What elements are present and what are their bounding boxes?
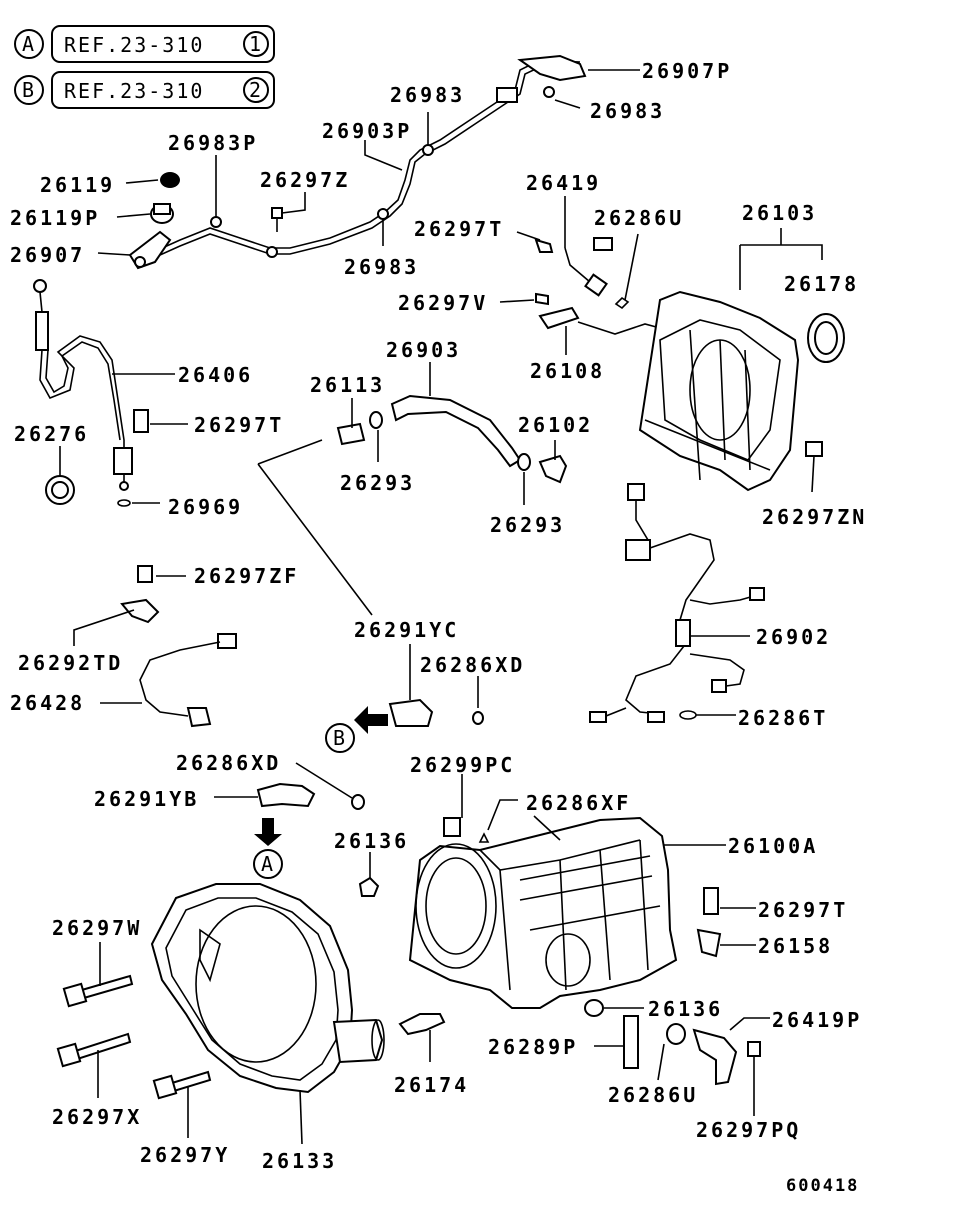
fitting-26291yc <box>325 644 484 753</box>
label-26297T-a: 26297T <box>414 217 504 241</box>
label-26293-a: 26293 <box>340 471 415 495</box>
label-26983P: 26983P <box>168 131 258 155</box>
label-26291YB: 26291YB <box>94 787 199 811</box>
footer-code: 600418 <box>786 1176 859 1196</box>
harness-26406 <box>33 279 188 507</box>
label-26419: 26419 <box>526 171 601 195</box>
label-26983-a: 26983 <box>390 83 465 107</box>
label-26276: 26276 <box>14 422 89 446</box>
label-26297ZF: 26297ZF <box>194 564 299 588</box>
marker-b: B <box>333 726 347 750</box>
svg-text:A: A <box>22 32 36 56</box>
sensor-26428 <box>73 565 237 728</box>
label-26907P: 26907P <box>642 59 732 83</box>
label-26286T: 26286T <box>738 706 828 730</box>
harness-26902 <box>589 483 765 723</box>
label-26136-b: 26136 <box>648 997 723 1021</box>
transmission-case-26100A <box>408 815 726 1009</box>
label-26119: 26119 <box>40 173 115 197</box>
leader-lines-top <box>97 69 640 256</box>
label-26119P: 26119P <box>10 206 100 230</box>
label-26286XF: 26286XF <box>526 791 631 815</box>
label-26297X: 26297X <box>52 1105 142 1129</box>
label-26108: 26108 <box>530 359 605 383</box>
label-26291YC: 26291YC <box>354 618 459 642</box>
bracket-26174 <box>398 1013 446 1062</box>
converter-housing-26133 <box>150 883 385 1145</box>
reference-a: A REF.23-310 1 <box>14 25 275 63</box>
part-labels: 26907P 26983 26983 26903P 26983P 26119 2… <box>10 59 867 1196</box>
label-26158: 26158 <box>758 934 833 958</box>
label-26428: 26428 <box>10 691 85 715</box>
label-26286U-a: 26286U <box>594 206 684 230</box>
label-26902: 26902 <box>756 625 831 649</box>
label-26178: 26178 <box>784 272 859 296</box>
marker-a: A <box>261 852 275 876</box>
label-26292TD: 26292TD <box>18 651 123 675</box>
svg-text:2: 2 <box>249 78 263 102</box>
label-26907: 26907 <box>10 243 85 267</box>
label-26289P: 26289P <box>488 1035 578 1059</box>
small-parts-center <box>358 774 518 897</box>
label-26286XD-a: 26286XD <box>420 653 525 677</box>
label-26297T-c: 26297T <box>758 898 848 922</box>
label-26174: 26174 <box>394 1073 469 1097</box>
label-26903P: 26903P <box>322 119 412 143</box>
oil-cooler-hose-26903 <box>336 362 568 505</box>
label-26100A: 26100A <box>728 834 818 858</box>
svg-text:1: 1 <box>249 32 263 56</box>
label-26297ZN: 26297ZN <box>762 505 867 529</box>
label-26102: 26102 <box>518 413 593 437</box>
label-26103: 26103 <box>742 201 817 225</box>
svg-text:REF.23-310: REF.23-310 <box>64 79 204 103</box>
label-26297T-b: 26297T <box>194 413 284 437</box>
label-26133: 26133 <box>262 1149 337 1173</box>
svg-text:B: B <box>22 78 36 102</box>
label-26286XD-b: 26286XD <box>176 751 281 775</box>
svg-text:REF.23-310: REF.23-310 <box>64 33 204 57</box>
label-26297W: 26297W <box>52 916 142 940</box>
label-26293-b: 26293 <box>490 513 565 537</box>
small-parts-right <box>584 887 770 1116</box>
label-26903: 26903 <box>386 338 461 362</box>
label-26299PC: 26299PC <box>410 753 515 777</box>
fitting-26291yb <box>214 762 365 879</box>
speed-sensor-26419 <box>499 196 661 355</box>
label-26297Z: 26297Z <box>260 168 350 192</box>
label-26297Y: 26297Y <box>140 1143 230 1167</box>
label-26983-b: 26983 <box>590 99 665 123</box>
label-26297PQ: 26297PQ <box>696 1118 801 1142</box>
reference-b: B REF.23-310 2 <box>14 71 275 109</box>
label-26113: 26113 <box>310 373 385 397</box>
breather-hose-assembly <box>128 54 587 270</box>
label-26406: 26406 <box>178 363 253 387</box>
adapter-housing-26103 <box>638 228 845 493</box>
label-26969: 26969 <box>168 495 243 519</box>
leader-26291yc <box>257 439 373 616</box>
label-26297V: 26297V <box>398 291 488 315</box>
label-26983-c: 26983 <box>344 255 419 279</box>
label-26136-a: 26136 <box>334 829 409 853</box>
label-26419P: 26419P <box>772 1008 862 1032</box>
label-26286U-b: 26286U <box>608 1083 698 1107</box>
bolts-left <box>56 942 212 1138</box>
